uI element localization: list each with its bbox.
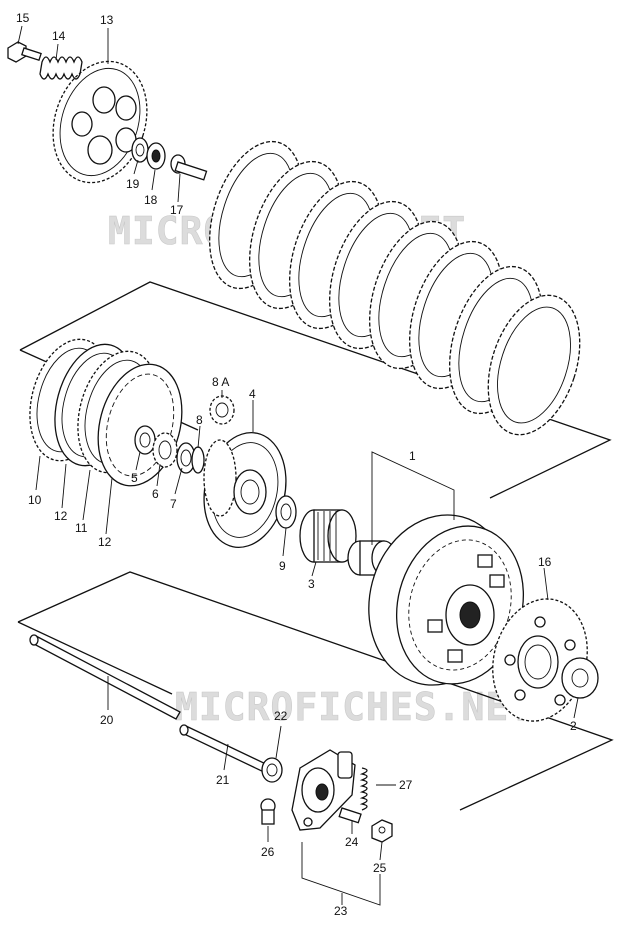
spring-bolt (7, 41, 42, 63)
label-23: 23 (334, 904, 348, 918)
adjusting-screw-24 (338, 807, 362, 824)
label-20: 20 (100, 713, 114, 727)
washer-8 (191, 446, 205, 474)
clutch-sleeve-hub-4 (203, 432, 287, 548)
label-26: 26 (261, 845, 275, 859)
label-12a: 12 (54, 509, 68, 523)
label-12b: 12 (98, 535, 112, 549)
washer-19 (131, 137, 149, 163)
label-13: 13 (100, 13, 114, 27)
push-piece-17 (170, 154, 208, 181)
assembly-frame-lower (17, 571, 614, 811)
label-17: 17 (170, 203, 184, 217)
label-25: 25 (373, 861, 387, 875)
label-19: 19 (126, 177, 140, 191)
label-15: 15 (16, 11, 30, 25)
clutch-nut-5 (134, 425, 156, 455)
pressure-plate (52, 60, 148, 184)
label-5: 5 (131, 471, 138, 485)
lock-nut-25 (371, 819, 393, 843)
label-3: 3 (308, 577, 315, 591)
label-6: 6 (152, 487, 159, 501)
bearing-18 (146, 142, 166, 170)
oil-seal-22 (261, 757, 283, 783)
label-14: 14 (52, 29, 66, 43)
washer-8a (209, 395, 235, 425)
watermark-bottom: MICROFICHES.NET (175, 685, 533, 729)
gear-16 (492, 598, 588, 722)
label-2: 2 (570, 719, 577, 733)
washer-7 (176, 442, 196, 474)
push-rod-20 (29, 634, 181, 720)
thrust-washer-2 (561, 657, 599, 699)
label-18: 18 (144, 193, 158, 207)
label-1: 1 (409, 449, 416, 463)
lock-washer-6 (152, 432, 178, 468)
label-9: 9 (279, 559, 286, 573)
needle-bearing-3 (299, 509, 357, 563)
leader-lines (17, 25, 579, 906)
label-8a: 8 A (212, 375, 229, 389)
clutch-plate-stack (209, 140, 581, 436)
label-4: 4 (249, 387, 256, 401)
label-22: 22 (274, 709, 288, 723)
label-24: 24 (345, 835, 359, 849)
bolt-26 (260, 798, 276, 825)
primary-driven-gear-housing-1 (368, 514, 525, 686)
thrust-washer-9 (275, 495, 297, 529)
label-7: 7 (170, 497, 177, 511)
clutch-spring (39, 56, 83, 80)
label-16: 16 (538, 555, 552, 569)
release-assembly-23 (291, 749, 356, 831)
label-8: 8 (196, 413, 203, 427)
label-10: 10 (28, 493, 42, 507)
label-27: 27 (399, 778, 413, 792)
label-21: 21 (216, 773, 230, 787)
label-11: 11 (75, 521, 88, 535)
return-spring-27 (359, 767, 368, 811)
